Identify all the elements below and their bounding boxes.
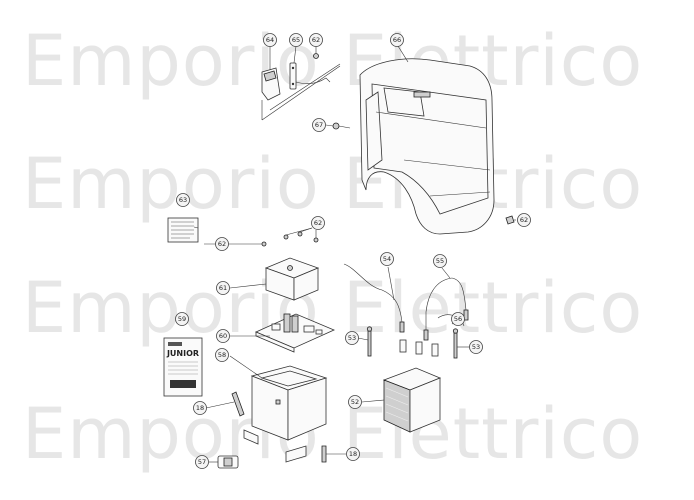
callout-62: 62 — [517, 213, 531, 227]
callout-56: 56 — [451, 312, 465, 326]
part-61-control-box-cover — [264, 257, 320, 301]
callout-66: 66 — [390, 33, 404, 47]
callout-64-label: 64 — [266, 36, 274, 44]
callout-57: 57 — [195, 455, 209, 469]
callout-62-label: 62 — [520, 216, 528, 224]
callout-59: 59 — [175, 312, 189, 326]
watermark-text: Emporio Elettrico — [22, 20, 643, 102]
callout-57-label: 57 — [198, 458, 206, 466]
watermark-text: Emporio Elettrico — [22, 267, 643, 349]
leader-lines — [193, 45, 516, 463]
callout-65: 65 — [289, 33, 303, 47]
part-65-bracket-cable — [289, 62, 331, 90]
callout-58-label: 58 — [218, 351, 226, 359]
callout-62-label: 62 — [314, 219, 322, 227]
part-59-rating-plate: JUNIOR — [163, 337, 203, 397]
callout-55: 55 — [433, 254, 447, 268]
transformer-connectors — [399, 339, 439, 357]
part-62-screw-right — [505, 215, 515, 225]
callout-61: 61 — [216, 281, 230, 295]
callout-60: 60 — [216, 329, 230, 343]
callout-53: 53 — [469, 340, 483, 354]
callout-18: 18 — [193, 401, 207, 415]
callout-18: 18 — [346, 447, 360, 461]
callout-62-label: 62 — [312, 36, 320, 44]
callout-56-label: 56 — [454, 315, 462, 323]
callout-62: 62 — [309, 33, 323, 47]
callout-64: 64 — [263, 33, 277, 47]
callout-54: 54 — [380, 252, 394, 266]
callout-63: 63 — [176, 193, 190, 207]
callout-52: 52 — [348, 395, 362, 409]
callout-66-label: 66 — [393, 36, 401, 44]
part-55-cable — [423, 277, 469, 341]
callout-18-label: 18 — [349, 450, 357, 458]
callout-53: 53 — [345, 331, 359, 345]
callout-61-label: 61 — [219, 284, 227, 292]
part-62-screw — [313, 53, 319, 59]
part-53-bolts — [366, 326, 459, 359]
callout-59-label: 59 — [178, 315, 186, 323]
callout-62-label: 62 — [218, 240, 226, 248]
part-63-warning-label — [167, 217, 199, 243]
callout-63-label: 63 — [179, 196, 187, 204]
rating-plate-model: JUNIOR — [166, 349, 199, 358]
watermark: Emporio Elettrico Emporio Elettrico Empo… — [22, 20, 643, 475]
callout-62: 62 — [311, 216, 325, 230]
callout-54-label: 54 — [383, 255, 391, 263]
callout-53-label: 53 — [348, 334, 356, 342]
part-57-cable-clamp — [217, 455, 239, 469]
callout-65-label: 65 — [292, 36, 300, 44]
callout-18-label: 18 — [196, 404, 204, 412]
callout-55-label: 55 — [436, 257, 444, 265]
callout-67: 67 — [312, 118, 326, 132]
part-52-transformer — [382, 367, 442, 433]
part-64-release-plate — [261, 67, 281, 101]
callout-67-label: 67 — [315, 121, 323, 129]
callout-60-label: 60 — [219, 332, 227, 340]
callout-58: 58 — [215, 348, 229, 362]
watermark-text: Emporio Elettrico — [22, 143, 643, 225]
callout-52-label: 52 — [351, 398, 359, 406]
callout-62: 62 — [215, 237, 229, 251]
callout-53-label: 53 — [472, 343, 480, 351]
part-54-cable — [343, 263, 405, 333]
part-60-control-board — [254, 313, 336, 353]
part-66-housing-cover — [359, 58, 495, 235]
part-18-screws — [231, 391, 327, 463]
watermark-text: Emporio Elettrico — [22, 393, 643, 475]
part-67-screw — [332, 122, 351, 130]
part-58-base-frame — [243, 365, 328, 463]
